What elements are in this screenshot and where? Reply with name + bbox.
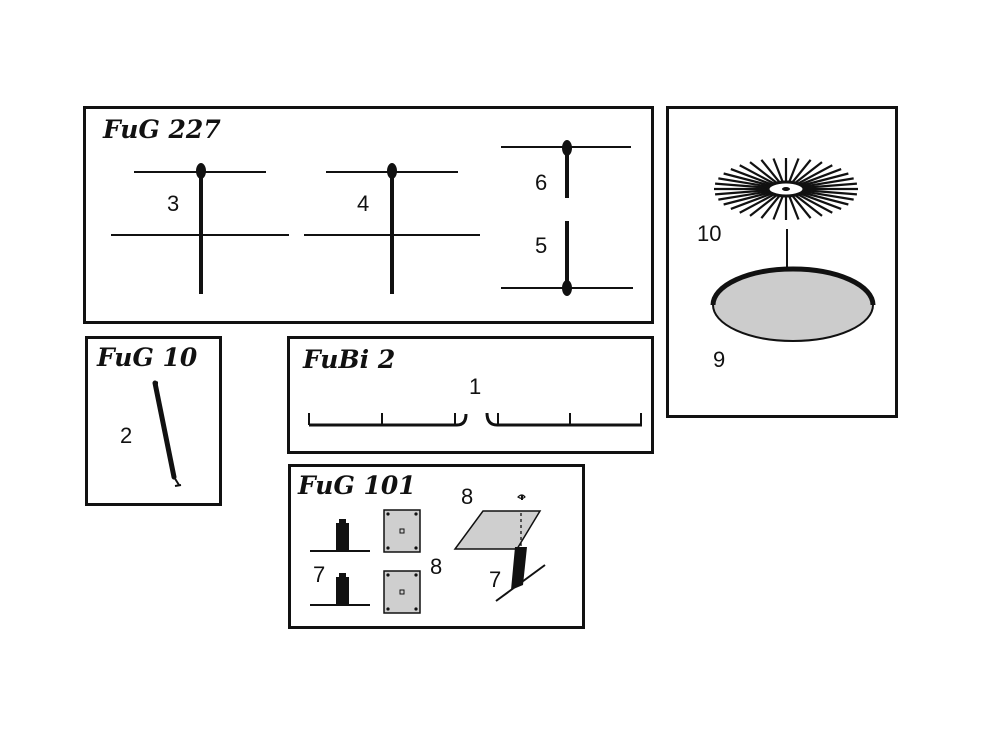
label-8-plates: 8	[430, 554, 443, 579]
antenna-7-perspective	[495, 547, 546, 602]
panel-title: FuG 10	[97, 343, 198, 372]
disc-diagram	[710, 158, 876, 342]
antenna-4	[304, 163, 480, 294]
panel-title: FuG 227	[103, 115, 221, 144]
panel-fug227: FuG 227 3 4 6 5	[83, 106, 654, 324]
label-5: 5	[535, 233, 548, 258]
label-8-perspective: 8	[461, 484, 474, 509]
disc-9	[710, 266, 876, 342]
plate-8-bottom	[383, 570, 421, 614]
label-4: 4	[357, 191, 370, 216]
panel-disc: 10 9	[666, 106, 898, 418]
label-1: 1	[469, 374, 482, 399]
label-7-small: 7	[313, 562, 326, 587]
antenna-7-8-drawing	[310, 494, 546, 614]
panel-fug101: FuG 101	[288, 464, 585, 629]
label-6: 6	[535, 170, 548, 195]
label-9: 9	[713, 347, 726, 372]
plate-8-top	[383, 509, 421, 553]
antenna-7-top	[310, 519, 370, 552]
antenna-3	[111, 163, 289, 294]
antenna-diagram-fug227	[111, 140, 633, 296]
antenna-5-6	[501, 140, 633, 296]
panel-title: FuG 101	[298, 471, 416, 500]
label-2: 2	[120, 423, 133, 448]
label-7-perspective: 7	[489, 567, 502, 592]
label-10: 10	[697, 221, 722, 246]
antenna-2-drawing	[152, 380, 182, 487]
panel-title: FuBi 2	[303, 345, 396, 374]
sunburst-antenna-10	[714, 158, 858, 220]
panel-fubi2: FuBi 2 1	[287, 336, 654, 454]
panel-fug10: FuG 10 2	[85, 336, 222, 506]
antenna-7-bottom	[310, 573, 370, 606]
label-3: 3	[167, 191, 180, 216]
antenna-1-drawing	[308, 412, 642, 427]
